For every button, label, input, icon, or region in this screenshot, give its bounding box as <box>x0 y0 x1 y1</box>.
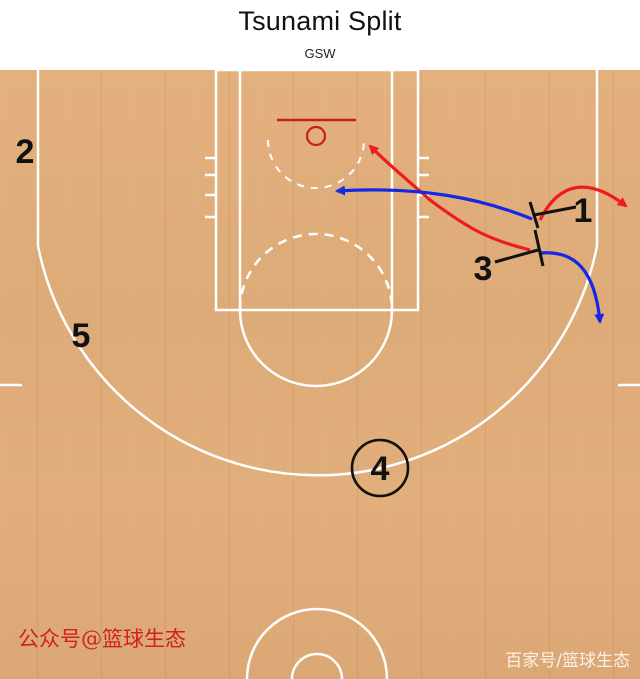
player-label-2: 2 <box>16 133 35 171</box>
three-point-arc <box>36 245 599 477</box>
center-circle-inner <box>290 652 344 679</box>
free-throw-circle-bottom <box>238 309 394 388</box>
court-diagram: 1 2 3 4 5 <box>0 70 640 679</box>
team-subtitle: GSW <box>304 46 336 61</box>
half-court: 1 2 3 4 5 公众号@篮球生态 百家号/篮球生态 <box>0 70 640 679</box>
watermark-right: 百家号/篮球生态 <box>505 651 630 671</box>
player-label-1: 1 <box>574 192 593 230</box>
play-title: Tsunami Split <box>238 6 402 36</box>
red-cut-player-3-to-rim <box>368 144 531 252</box>
court-wood-floor <box>0 70 640 679</box>
screen-markers <box>494 201 577 267</box>
player-label-4: 4 <box>371 450 390 488</box>
center-circle <box>245 607 389 679</box>
player-label-5: 5 <box>72 317 91 355</box>
rim <box>305 125 327 147</box>
blue-cut-player-3-to-wing <box>539 251 605 324</box>
free-throw-circle-top <box>238 232 394 311</box>
watermark-left: 公众号@篮球生态 <box>18 627 186 651</box>
court-lines <box>0 70 640 679</box>
player-4-circle <box>350 438 410 498</box>
screen-tick-player-3 <box>533 229 545 267</box>
player-label-3: 3 <box>474 250 493 288</box>
screen-stem-player-1 <box>533 205 577 217</box>
red-cut-player-1-to-corner <box>538 185 628 221</box>
screen-stem-player-3 <box>494 248 539 264</box>
blue-cut-player-1-to-paint <box>335 185 533 221</box>
diagram-header: Tsunami Split GSW <box>0 0 640 70</box>
restricted-area <box>267 139 365 189</box>
